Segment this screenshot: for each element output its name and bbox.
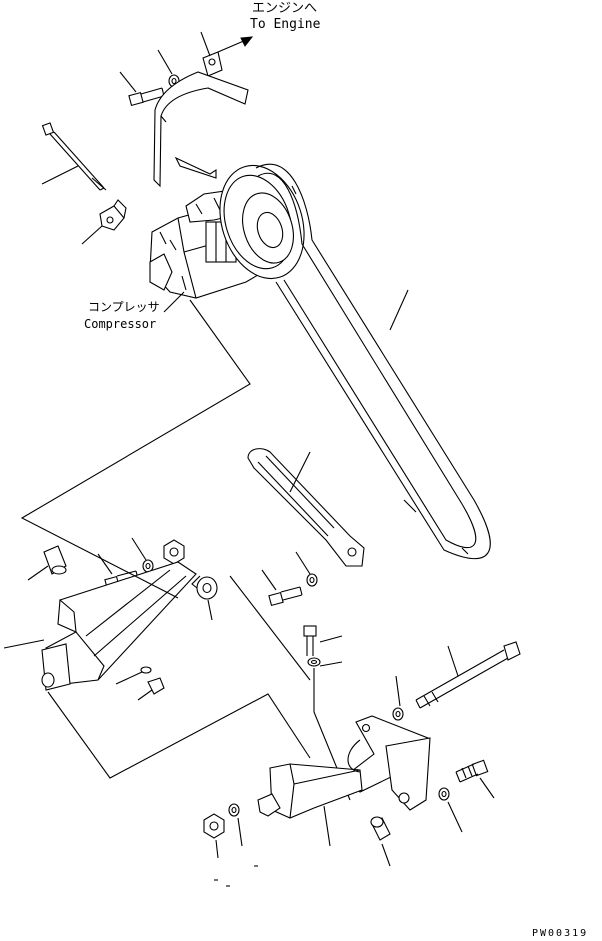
reference-outline-lower [47,691,311,779]
washer-right [438,787,450,801]
pivot-washer [307,657,321,667]
v-belt-leader [389,289,409,331]
spacer-collar-leader [27,565,49,581]
compressor-label-jp: コンプレッサ [88,300,160,314]
base-bracket-leader [323,805,331,847]
drawing-code: PW00319 [532,928,588,939]
bracket-nut [163,539,185,565]
small-bracket-leader [81,225,103,245]
bolt-right [455,759,489,783]
base-washer-leader [395,675,401,707]
small-bracket [99,199,127,231]
collar-bottom-leader [381,843,391,867]
top-bolt-leader [119,71,137,93]
bracket-bolt-leader [97,553,113,575]
top-washer-leader [157,49,173,75]
mount-bracket [41,561,197,691]
small-clip [140,666,165,695]
adjust-bar-leader [289,451,311,493]
spacer-ring-leader [207,599,213,621]
compressor-label-en: Compressor [84,317,156,331]
adjust-washer-leader [295,551,311,575]
top-bolt [128,87,165,107]
base-washer [392,707,404,721]
nut-left-leader [215,839,219,859]
washer-left [228,803,240,817]
bracket-washer [142,559,154,573]
long-through-bolt-leader [447,645,459,677]
washer-left-leader [237,817,243,847]
bracket-washer-leader [131,537,147,561]
bolt-right-leader [479,777,495,799]
v-belt [255,163,491,560]
reference-outline-upper [20,299,251,599]
engine-label-en: To Engine [250,17,321,32]
top-clamp-leader [200,31,211,57]
clip-leader-2 [137,689,153,701]
pivot-bolt [303,625,317,656]
spacer-collar [43,545,67,575]
top-clamp [202,51,223,77]
adjust-bar [247,448,365,567]
reference-outline-mid [229,575,311,681]
compressor-label-leader [163,291,185,313]
base-bracket [269,715,431,819]
washer-right-leader [447,801,463,833]
long-bolt-leader [41,165,79,185]
small-clip-bottom [257,793,281,817]
small-clip-leader [115,671,143,685]
hose-bracket [153,71,249,188]
adjust-bolt-leader [261,569,277,591]
adjust-washer [306,573,318,587]
long-bolt [41,122,107,191]
pulley [219,164,305,280]
pivot-bolt-leader [319,635,343,643]
engine-arrow [217,36,254,53]
nut-left [203,813,225,839]
pivot-washer-leader [319,661,343,667]
spacer-ring [191,575,218,600]
mount-bracket-leader [3,639,45,649]
collar-bottom [370,816,391,841]
long-through-bolt [415,641,521,709]
engine-label-jp: エンジンへ [252,1,317,16]
adjust-bolt [268,586,303,607]
